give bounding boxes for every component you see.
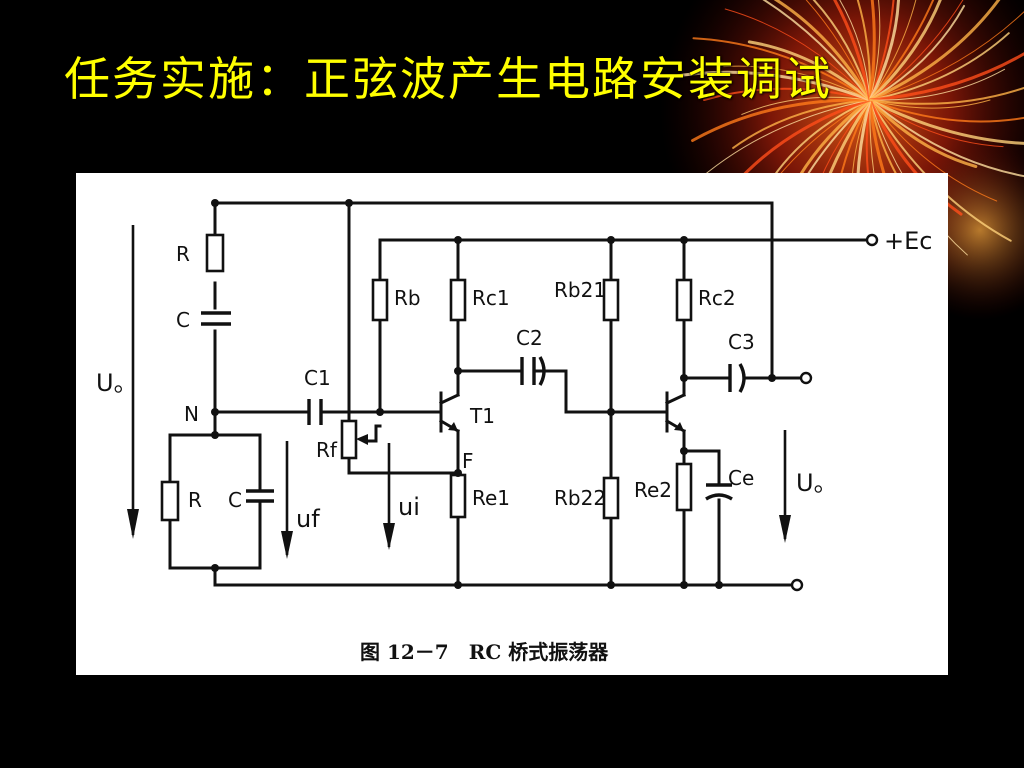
- resistors: [160, 233, 693, 522]
- resistor-rb: [371, 278, 389, 322]
- resistor-rb21: [602, 278, 620, 322]
- terminal-ec: [865, 233, 879, 247]
- label-c3: C3: [728, 330, 755, 354]
- firework-ray: [868, 98, 1024, 145]
- firework-ray: [869, 0, 935, 101]
- firework-ray: [869, 99, 1004, 148]
- capacitors: [201, 311, 746, 503]
- transistor-t2: [654, 391, 687, 434]
- firework-ray: [869, 99, 1024, 123]
- firework-ray: [868, 0, 876, 102]
- firework-ray: [869, 0, 964, 101]
- label-f: F: [462, 449, 474, 473]
- slide-title: 任务实施：正弦波产生电路安装调试: [64, 52, 832, 106]
- firework-ray: [869, 32, 1010, 101]
- firework-ray: [868, 52, 1024, 102]
- firework-ray: [732, 98, 872, 188]
- firework-ray: [691, 98, 872, 142]
- resistor-r-top: [205, 233, 225, 273]
- label-rf: Rf: [316, 438, 338, 462]
- firework-ray: [741, 96, 871, 115]
- label-uo-left: U。: [96, 369, 138, 397]
- label-ce: Ce: [728, 466, 754, 490]
- label-r-top: R: [176, 242, 190, 266]
- firework-ray: [732, 99, 871, 149]
- resistor-rb22: [602, 476, 620, 520]
- label-re1: Re1: [472, 486, 510, 510]
- potentiometer-rf: [340, 419, 358, 460]
- firework-ray: [869, 0, 881, 101]
- firework-ray: [772, 99, 871, 179]
- rc-bridge-oscillator-schematic: R C N R C U。 uf C1 Rf ui Rb Rc1 T1 F Re1…: [96, 199, 932, 664]
- firework-ray: [868, 0, 942, 102]
- circuit-figure: R C N R C U。 uf C1 Rf ui Rb Rc1 T1 F Re1…: [76, 173, 948, 675]
- transistor-t1: [427, 391, 461, 434]
- firework-ray: [856, 0, 872, 101]
- firework-ray: [869, 99, 991, 109]
- firework-ray: [805, 0, 871, 101]
- firework-ray: [869, 0, 917, 101]
- firework-ray: [869, 11, 1024, 101]
- label-ec: +Ec: [884, 227, 932, 255]
- firework-ray: [773, 0, 872, 102]
- label-uo-right: U。: [796, 469, 838, 497]
- resistor-re1: [449, 473, 467, 519]
- label-uf: uf: [296, 505, 320, 533]
- firework-ray: [833, 0, 872, 102]
- label-rc1: Rc1: [472, 286, 510, 310]
- firework-ray: [762, 0, 871, 101]
- figure-caption: 图 12－7 RC 桥式振荡器: [360, 640, 609, 664]
- terminal-output: [799, 371, 813, 385]
- firework-ray: [703, 87, 871, 101]
- resistor-rc1: [449, 278, 467, 322]
- label-rb22: Rb22: [554, 486, 606, 510]
- firework-ray: [839, 0, 871, 101]
- junctions: [211, 199, 879, 592]
- resistor-rc2: [675, 278, 693, 322]
- circuit-wires: [168, 201, 868, 587]
- label-re2: Re2: [634, 478, 672, 502]
- firework-ray: [812, 0, 871, 101]
- label-c-top: C: [176, 308, 190, 332]
- firework-ray: [691, 99, 871, 187]
- label-c-bottom: C: [228, 488, 242, 512]
- firework-ray: [869, 68, 1006, 101]
- firework-ray: [868, 0, 900, 102]
- label-t1: T1: [469, 404, 495, 428]
- firework-ray: [723, 65, 871, 101]
- firework-ray: [869, 0, 895, 101]
- firework-ray: [869, 99, 998, 202]
- label-ui: ui: [398, 493, 420, 521]
- label-c1: C1: [304, 366, 331, 390]
- component-labels: R C N R C U。 uf C1 Rf ui Rb Rc1 T1 F Re1…: [96, 227, 932, 533]
- firework-ray: [666, 70, 872, 102]
- terminal-ground: [790, 578, 804, 592]
- resistor-r-bottom: [160, 480, 180, 522]
- label-rc2: Rc2: [698, 286, 736, 310]
- voltage-arrows: [127, 225, 791, 559]
- label-c2: C2: [516, 326, 543, 350]
- firework-ray: [868, 0, 1001, 102]
- firework-ray: [724, 8, 871, 101]
- firework-ray: [868, 98, 978, 169]
- label-r-bottom: R: [188, 488, 202, 512]
- firework-ray: [747, 40, 872, 102]
- firework-ray: [692, 37, 871, 101]
- label-rb21: Rb21: [554, 278, 606, 302]
- firework-ray: [869, 4, 966, 101]
- resistor-re2: [675, 462, 693, 512]
- firework-ray: [869, 86, 1024, 105]
- firework-ray: [869, 99, 1024, 178]
- label-n: N: [184, 402, 199, 426]
- label-rb: Rb: [394, 286, 421, 310]
- firework-ray: [868, 98, 963, 216]
